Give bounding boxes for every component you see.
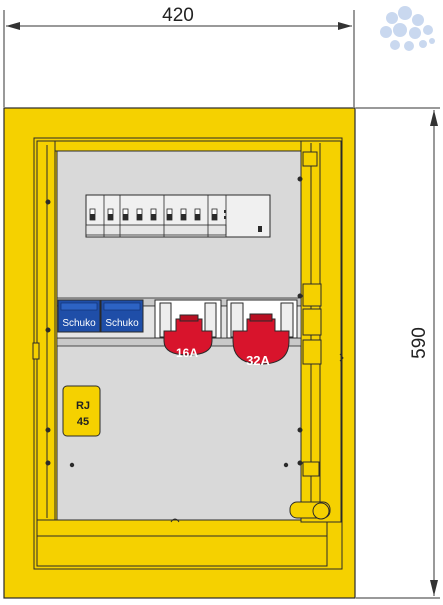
rj45-label-line1: RJ	[76, 400, 90, 412]
width-label: 420	[162, 5, 194, 26]
schuko-socket-1	[57, 299, 101, 333]
rj45-label-line2: 45	[77, 416, 89, 428]
cee-socket-16a	[154, 299, 222, 356]
cee-label-32a: 32A	[246, 353, 270, 368]
cee-socket-32a	[226, 299, 298, 365]
schuko-label-1: Schuko	[62, 318, 96, 329]
eplan-cloud-logo	[380, 6, 435, 51]
schuko-socket-2	[100, 299, 144, 333]
height-label: 590	[409, 327, 430, 359]
rj45-outlet	[62, 385, 101, 437]
mounting-screws	[69, 462, 289, 468]
top-frame-profile	[54, 140, 302, 152]
breaker-row	[85, 194, 271, 238]
height-dimension	[356, 107, 440, 599]
schuko-label-2: Schuko	[105, 318, 139, 329]
bottom-trough	[36, 518, 328, 567]
left-frame-profile	[32, 140, 56, 523]
cee-label-16a: 16A	[176, 346, 198, 360]
width-dimension	[3, 10, 355, 107]
